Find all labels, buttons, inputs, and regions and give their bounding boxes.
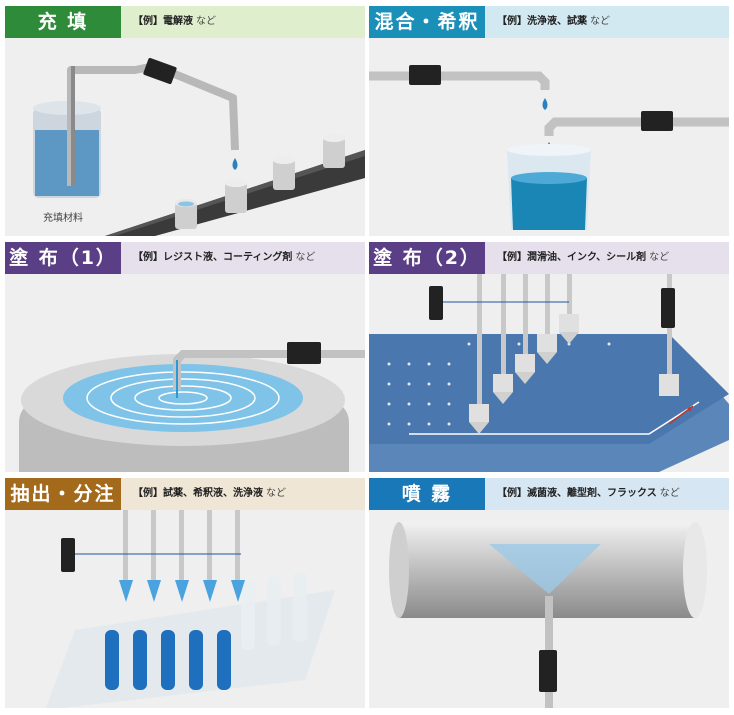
filling-illustration xyxy=(33,57,365,236)
extraction-illustration xyxy=(45,510,335,708)
coating1-illustration xyxy=(19,342,365,472)
panel-title: 噴 霧 xyxy=(369,478,485,510)
panel-coating2: 塗 布（2） 【例】潤滑油、インク、シール剤など xyxy=(369,242,729,472)
example-suffix: など xyxy=(196,16,216,27)
spray-illustration xyxy=(389,522,707,708)
example-prefix: 【例】 xyxy=(497,488,527,499)
example-list: 滅菌液、離型剤、フラックス xyxy=(527,488,657,499)
example-prefix: 【例】 xyxy=(497,252,527,263)
panel-title: 塗 布（1） xyxy=(5,242,121,274)
example-list: 洗浄液、試薬 xyxy=(527,16,587,27)
panel-header: 噴 霧 【例】滅菌液、離型剤、フラックスなど xyxy=(369,478,729,510)
example-text: 【例】潤滑油、インク、シール剤など xyxy=(497,242,669,274)
example-text: 【例】洗浄液、試薬など xyxy=(497,6,610,38)
flow-sensor-icon xyxy=(641,111,673,131)
panel-mixing: 混合・希釈 【例】洗浄液、試薬など xyxy=(369,6,729,236)
panel-header: 混合・希釈 【例】洗浄液、試薬など xyxy=(369,6,729,38)
mixing-illustration xyxy=(369,65,729,230)
example-suffix: など xyxy=(659,488,680,499)
cup-icon xyxy=(175,134,345,229)
example-prefix: 【例】 xyxy=(133,488,163,499)
panel-coating1: 塗 布（1） 【例】レジスト液、コーティング剤など xyxy=(5,242,365,472)
nozzle-array xyxy=(123,510,240,580)
tube-rack xyxy=(105,630,231,690)
panel-extraction: 抽出・分注 【例】試薬、希釈液、洗浄液など xyxy=(5,478,365,708)
beaker-icon xyxy=(507,144,591,230)
example-list: 潤滑油、インク、シール剤 xyxy=(527,252,647,263)
example-list: 試薬、希釈液、洗浄液 xyxy=(163,488,263,499)
example-suffix: など xyxy=(295,252,316,263)
flow-sensor-icon xyxy=(539,650,557,692)
panel-title: 塗 布（2） xyxy=(369,242,485,274)
example-list: 電解液 xyxy=(163,16,193,27)
spray-cone xyxy=(489,544,601,594)
panel-header: 抽出・分注 【例】試薬、希釈液、洗浄液など xyxy=(5,478,365,510)
panel-title: 混合・希釈 xyxy=(369,6,485,38)
example-suffix: など xyxy=(590,16,610,27)
flow-sensor-icon xyxy=(143,57,177,85)
example-text: 【例】滅菌液、離型剤、フラックスなど xyxy=(497,478,680,510)
spiral-pattern xyxy=(86,371,280,425)
flow-sensor-icon xyxy=(661,288,675,328)
flow-sensor-icon xyxy=(409,65,441,85)
tank-label: 充填材料 xyxy=(43,213,83,224)
panel-header: 塗 布（2） 【例】潤滑油、インク、シール剤など xyxy=(369,242,729,274)
flow-sensor-icon xyxy=(61,538,75,572)
example-text: 【例】試薬、希釈液、洗浄液など xyxy=(133,478,286,510)
panel-spray: 噴 霧 【例】滅菌液、離型剤、フラックスなど xyxy=(369,478,729,708)
example-text: 【例】電解液など xyxy=(133,6,216,38)
example-text: 【例】レジスト液、コーティング剤など xyxy=(133,242,315,274)
panel-header: 充 填 【例】電解液など xyxy=(5,6,365,38)
example-prefix: 【例】 xyxy=(497,16,527,27)
coating2-illustration xyxy=(369,274,729,472)
droplet-icon xyxy=(542,98,548,110)
example-suffix: など xyxy=(266,488,286,499)
flow-sensor-icon xyxy=(287,342,321,364)
flow-sensor-icon xyxy=(429,286,443,320)
nozzle-array xyxy=(469,274,579,434)
dot-grid xyxy=(387,342,611,426)
panel-title: 抽出・分注 xyxy=(5,478,121,510)
example-suffix: など xyxy=(649,252,670,263)
example-prefix: 【例】 xyxy=(133,252,163,263)
panel-title: 充 填 xyxy=(5,6,121,38)
panel-header: 塗 布（1） 【例】レジスト液、コーティング剤など xyxy=(5,242,365,274)
example-list: レジスト液、コーティング剤 xyxy=(163,252,293,263)
panel-filling: 充 填 【例】電解液など 充填材料 xyxy=(5,6,365,236)
example-prefix: 【例】 xyxy=(133,16,163,27)
droplet-icon xyxy=(232,158,238,170)
